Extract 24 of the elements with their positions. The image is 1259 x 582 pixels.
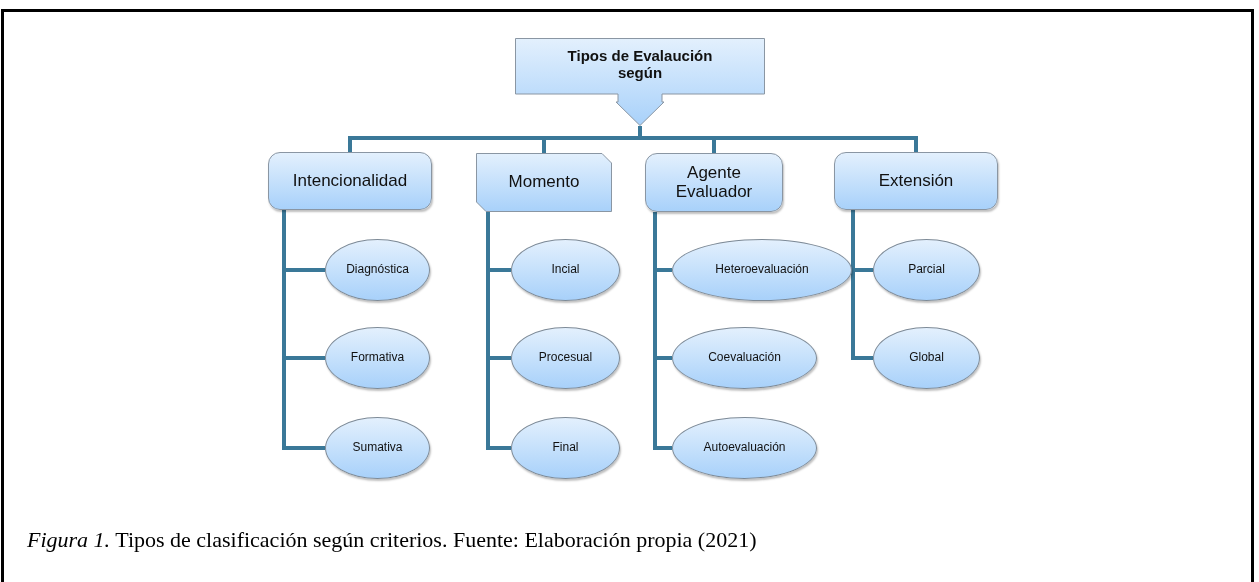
connector-line [282,210,325,450]
node-label: Diagnóstica [346,263,409,277]
title-box [515,38,765,126]
node-label: Final [552,441,579,455]
category-box [476,153,612,212]
category-box [645,153,783,212]
node-label: Momento [508,173,580,192]
node-label: Agente Evaluador [674,163,754,202]
node-label: Intencionalidad [291,171,409,191]
node-label: Parcial [908,263,945,277]
node-label: Incial [551,263,580,277]
node-label: Formativa [350,351,405,365]
node-label: Autoevaluación [703,441,786,455]
type-ellipse [672,239,852,301]
node-label: Extensión [877,171,955,191]
node-label: Heteroevaluación [715,263,809,277]
node-label: Coevaluación [708,351,781,365]
node-label: Global [909,351,944,365]
category-box [268,152,432,210]
node-label: Tipos de Evalaución según [566,48,714,81]
node-label: Sumativa [352,441,403,455]
category-box [834,152,998,210]
node-label: Procesual [538,351,593,365]
figure-caption: Figura 1. Tipos de clasificación según criterios. Fuente: Elaboración propia (2021) [27,527,757,553]
